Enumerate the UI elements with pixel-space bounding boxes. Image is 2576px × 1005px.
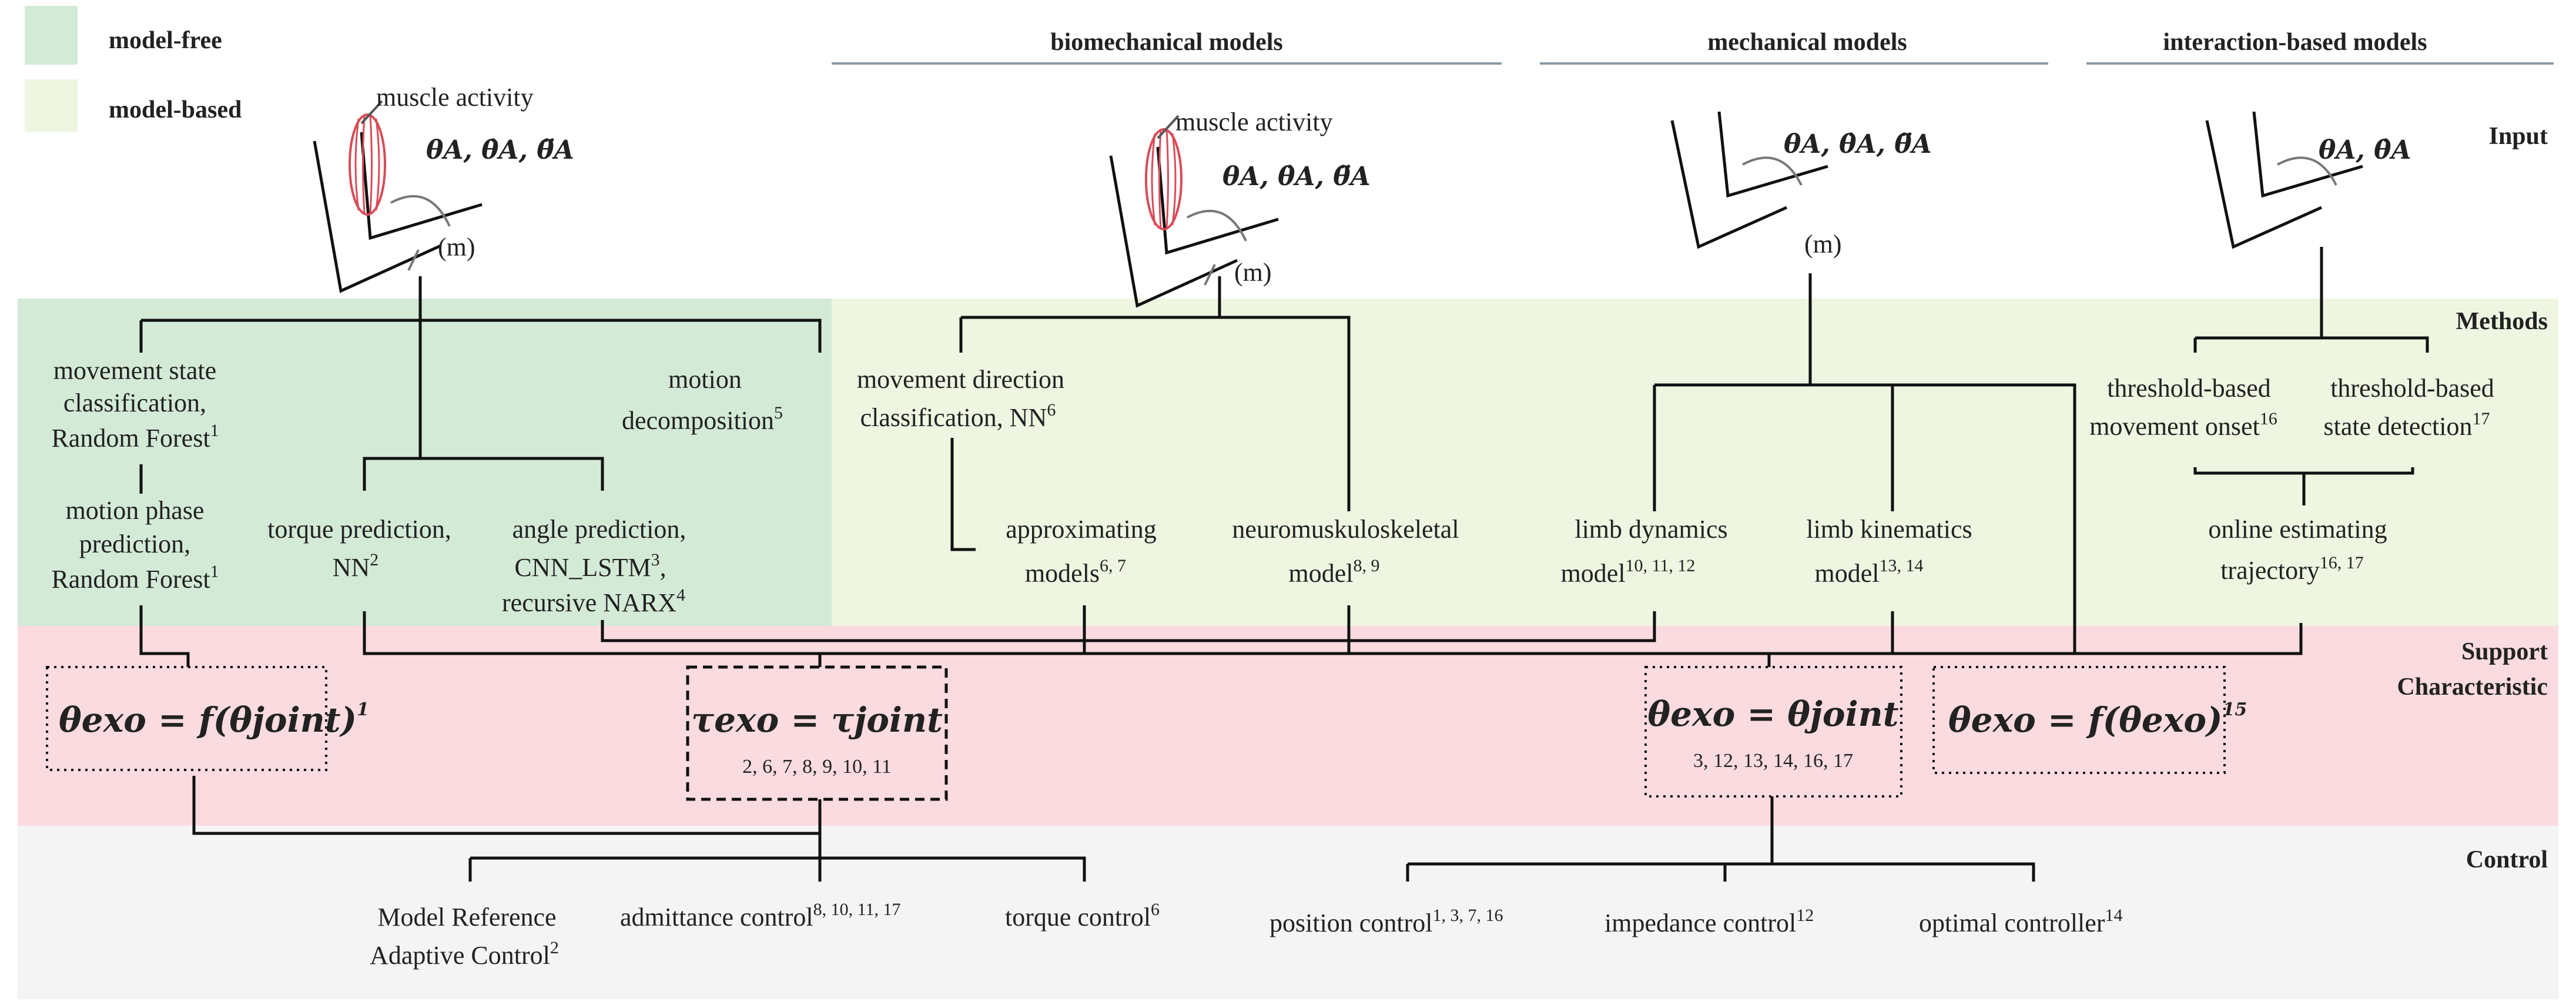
legend-label-model-based: model-based xyxy=(109,96,242,123)
row-label-control: Control xyxy=(2466,846,2548,873)
input-m-2: (m) xyxy=(1234,258,1272,287)
control-torque: torque control6 xyxy=(1005,900,1160,932)
method-limb-kinematics-model: limb kinematics model13, 14 xyxy=(1806,515,1978,588)
input-m-3: (m) xyxy=(1804,230,1842,259)
row-label-support: Support xyxy=(2461,638,2548,665)
arm-icon-3 xyxy=(1670,111,1828,249)
control-impedance: impedance control12 xyxy=(1604,906,1814,937)
row-label-characteristic: Characteristic xyxy=(2397,674,2548,701)
control-admittance: admittance control8, 10, 11, 17 xyxy=(620,900,901,932)
input-theta-full-3: θA, θ̇A, θ̈A xyxy=(1784,129,1932,159)
support-eq-joint-angle: θexo = θjoint xyxy=(1647,694,1898,734)
support-box-torque xyxy=(686,665,948,801)
header-interaction-models: interaction-based models xyxy=(2163,29,2427,56)
control-band xyxy=(18,826,2558,999)
input-muscle-activity-1: muscle activity xyxy=(376,83,534,112)
method-threshold-movement-onset: threshold-based movement onset16 xyxy=(2089,374,2277,441)
muscle-pointer-1 xyxy=(360,100,383,125)
control-optimal: optimal controller14 xyxy=(1919,906,2122,937)
input-muscle-activity-2: muscle activity xyxy=(1175,108,1333,136)
legend-swatch-model-free xyxy=(25,6,78,65)
method-online-estimating-trajectory: online estimating trajectory16, 17 xyxy=(2208,515,2393,585)
control-mrac: Model Reference Adaptive Control2 xyxy=(370,903,562,970)
support-band xyxy=(18,626,2558,826)
support-eq-exo-mapping: θexo = f(θexo)15 xyxy=(1948,699,2247,740)
method-limb-dynamics-model: limb dynamics model10, 11, 12 xyxy=(1561,515,1734,588)
row-label-methods: Methods xyxy=(2456,308,2548,335)
method-approximating-models: approximating models6, 7 xyxy=(1006,515,1163,588)
input-theta-full-1: θA, θ̇A, θ̈A xyxy=(426,135,574,165)
muscle-pointer-2 xyxy=(1157,115,1180,139)
method-threshold-state-detection: threshold-based state detection17 xyxy=(2324,374,2501,441)
support-box-exo-mapping xyxy=(1932,666,2226,774)
legend-label-model-free: model-free xyxy=(109,27,222,54)
arm-icon-1 xyxy=(313,113,483,293)
methods-model-free-band xyxy=(18,299,832,626)
method-motion-phase-prediction: motion phase prediction, Random Forest1 xyxy=(51,496,219,594)
support-eq-torque: τexo = τjoint xyxy=(691,700,943,740)
input-theta-full-2: θA, θ̇A, θ̈A xyxy=(1222,162,1371,192)
input-theta-partial-4: θA, θ̇A xyxy=(2319,135,2411,165)
input-m-1: (m) xyxy=(438,233,475,262)
row-label-input: Input xyxy=(2489,123,2548,150)
support-box-joint-angle xyxy=(1644,666,1902,798)
header-mechanical-models: mechanical models xyxy=(1707,29,1907,56)
methods-model-based-band xyxy=(832,299,2558,626)
support-box-joint-mapping xyxy=(46,666,327,771)
support-refs-joint-angle: 3, 12, 13, 14, 16, 17 xyxy=(1693,750,1853,772)
method-torque-prediction: torque prediction, NN2 xyxy=(267,515,458,582)
connector-lines xyxy=(139,247,2429,882)
method-neuromuskuloskeletal-model: neuromuskuloskeletal model8, 9 xyxy=(1232,515,1465,588)
method-movement-direction-classification: movement direction classification, NN6 xyxy=(857,365,1071,432)
method-angle-prediction: angle prediction, CNN_LSTM3, recursive N… xyxy=(502,515,692,617)
support-refs-torque: 2, 6, 7, 8, 9, 10, 11 xyxy=(742,756,892,778)
support-eq-joint-mapping: θexo = f(θjoint)1 xyxy=(59,699,369,740)
method-movement-state-classification: movement state classification, Random Fo… xyxy=(51,356,223,453)
arm-icon-2 xyxy=(1109,128,1279,308)
header-biomechanical-models: biomechanical models xyxy=(1050,29,1283,56)
method-motion-decomposition: motion decomposition5 xyxy=(622,365,783,435)
legend-swatch-model-based xyxy=(25,79,78,132)
arm-icon-4 xyxy=(2205,111,2363,249)
control-position: position control1, 3, 7, 16 xyxy=(1269,906,1503,937)
